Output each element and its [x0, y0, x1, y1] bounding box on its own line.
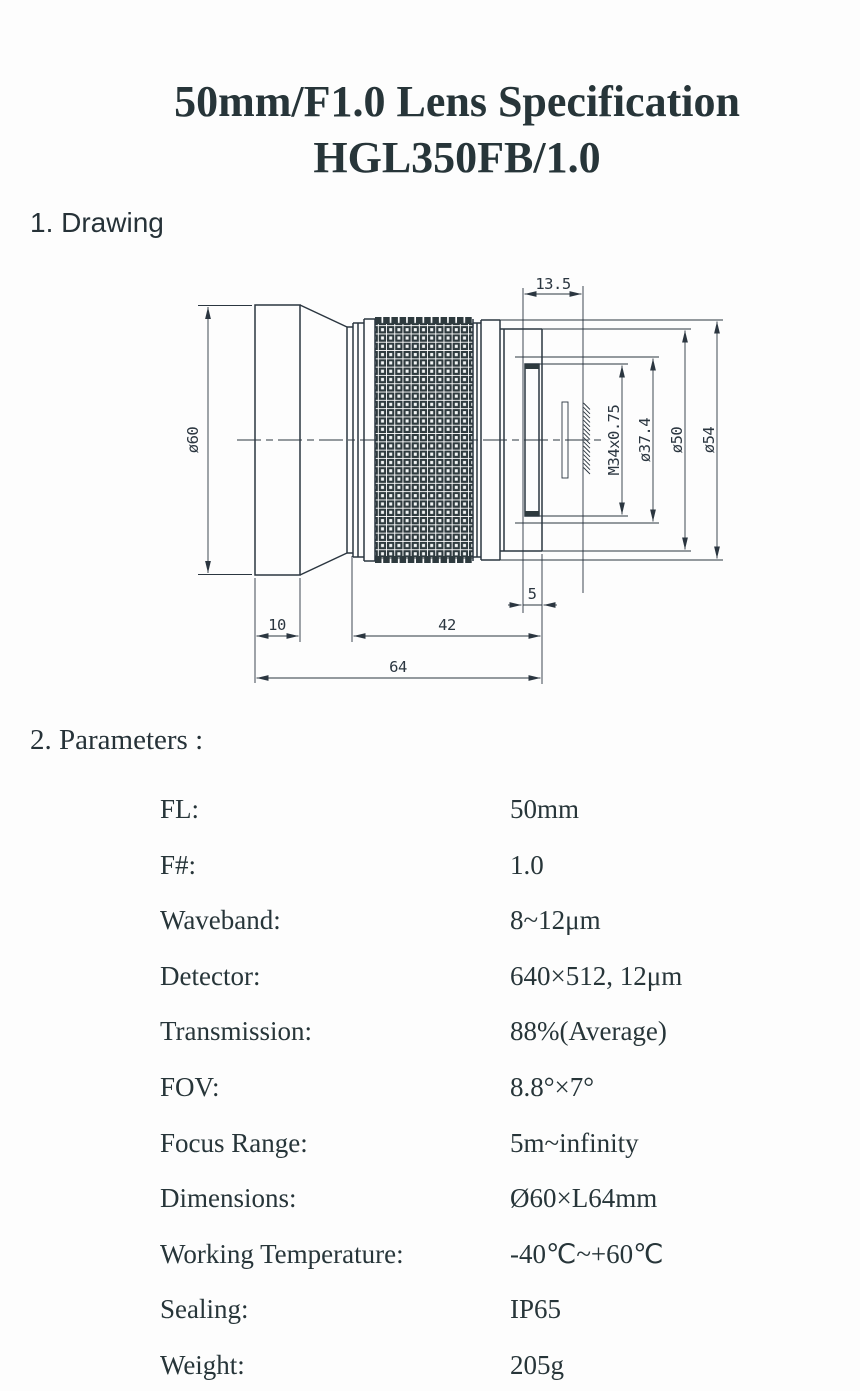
extension-lines [198, 286, 723, 684]
param-row-dimensions: Dimensions: Ø60×L64mm [160, 1171, 760, 1227]
param-label: FL: [160, 794, 200, 824]
param-label: F#: [160, 849, 197, 880]
knurled-focus-ring [374, 317, 474, 563]
param-value: -40℃~+60℃ [510, 1238, 664, 1269]
parameters-table: FL: 50mm F#: 1.0 Waveband: 8~12μm Detect… [160, 782, 760, 1391]
dimension-lines [205, 291, 720, 681]
lens-technical-drawing: 13.5 ø60 M34x0.75 ø37.4 ø50 ø54 5 10 42 … [184, 275, 723, 684]
dim-hood-length: 10 [268, 616, 286, 634]
param-label: Focus Range: [160, 1127, 308, 1158]
param-value: Ø60×L64mm [510, 1183, 658, 1214]
param-label: Waveband: [160, 905, 281, 936]
param-row-fov: FOV: 8.8°×7° [160, 1060, 760, 1116]
dim-barrel-length: 42 [438, 616, 456, 634]
dim-rear-diameter: ø50 [668, 427, 686, 454]
drawing-section-heading: 1. Drawing [30, 207, 164, 238]
param-row-fl: FL: 50mm [160, 782, 760, 838]
dim-body-diameter: ø54 [700, 427, 718, 454]
param-value: 88%(Average) [510, 1016, 667, 1047]
parameters-section-heading: 2. Parameters : [30, 724, 204, 756]
param-row-fnumber: F#: 1.0 [160, 838, 760, 894]
param-label: Detector: [160, 960, 261, 991]
param-value: 640×512, 12μm [510, 960, 683, 991]
param-row-transmission: Transmission: 88%(Average) [160, 1004, 760, 1060]
param-row-focus-range: Focus Range: 5m~infinity [160, 1116, 760, 1172]
param-label: Dimensions: [160, 1183, 297, 1214]
param-row-working-temperature: Working Temperature: -40℃~+60℃ [160, 1227, 760, 1283]
param-label: FOV: [160, 1071, 220, 1102]
param-row-sealing: Sealing: IP65 [160, 1282, 760, 1338]
dim-rear-offset: 5 [528, 585, 537, 603]
param-value: IP65 [510, 1294, 562, 1325]
param-value: 5m~infinity [510, 1127, 639, 1158]
page-title: 50mm/F1.0 Lens Specification HGL350FB/1.… [54, 74, 860, 186]
dim-total-length: 64 [389, 658, 407, 676]
image-plane-hatch [583, 402, 591, 475]
param-value: 8~12μm [510, 905, 601, 936]
dim-bore-diameter: ø37.4 [636, 418, 654, 462]
param-row-weight: Weight: 205g [160, 1338, 760, 1391]
dim-mount-thread: M34x0.75 [605, 405, 623, 476]
param-value: 1.0 [510, 849, 544, 880]
title-line-2: HGL350FB/1.0 [313, 133, 601, 182]
param-row-detector: Detector: 640×512, 12μm [160, 949, 760, 1005]
param-label: Weight: [160, 1349, 245, 1380]
inner-window-outline [561, 401, 569, 479]
param-value: 205g [510, 1349, 564, 1380]
param-label: Working Temperature: [160, 1238, 404, 1269]
param-value: 8.8°×7° [510, 1071, 595, 1102]
param-label: Sealing: [160, 1294, 249, 1325]
param-label: Transmission: [160, 1016, 313, 1047]
dim-top-offset: 13.5 [535, 275, 570, 293]
lens-hood-outline [254, 304, 375, 576]
param-row-waveband: Waveband: 8~12μm [160, 893, 760, 949]
dim-front-diameter: ø60 [184, 427, 202, 454]
title-line-1: 50mm/F1.0 Lens Specification [174, 77, 740, 126]
param-value: 50mm [510, 794, 580, 824]
